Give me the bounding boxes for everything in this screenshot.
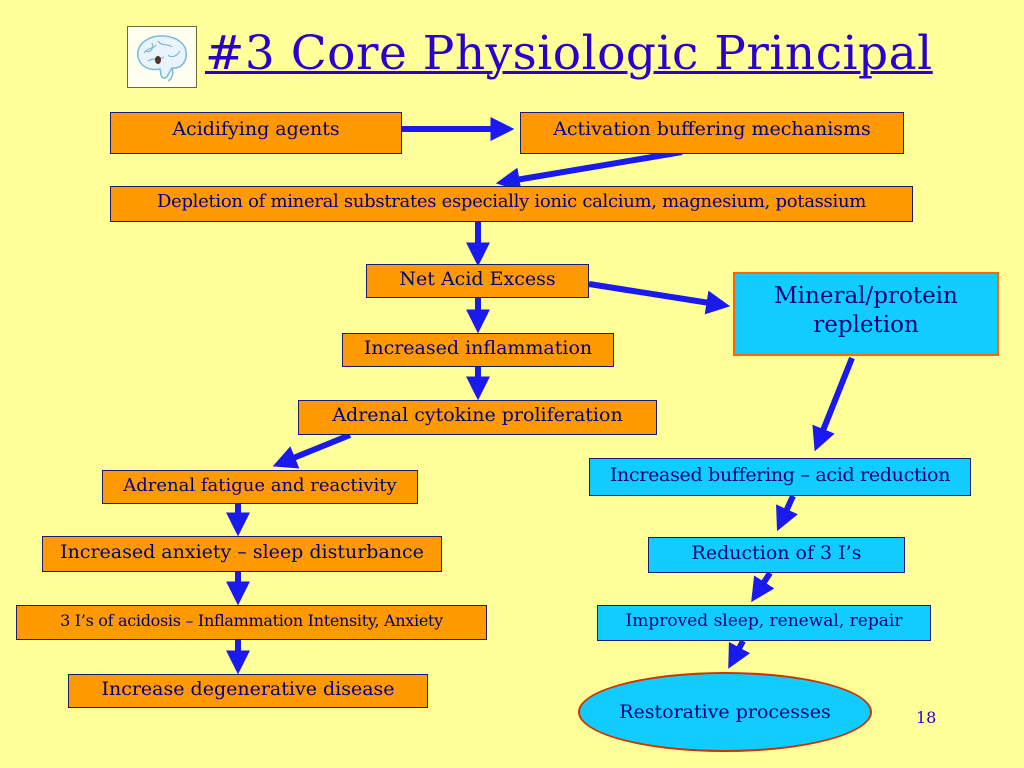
node-depletion: Depletion of mineral substrates especial…	[110, 186, 913, 222]
node-increased-anxiety: Increased anxiety – sleep disturbance	[42, 536, 442, 572]
node-increased-inflammation: Increased inflammation	[342, 333, 614, 367]
node-reduction-3is: Reduction of 3 I’s	[648, 537, 905, 573]
arrow-net-acid-to-repletion	[588, 281, 731, 315]
node-activation-buffering: Activation buffering mechanisms	[520, 112, 904, 154]
node-adrenal-fatigue: Adrenal fatigue and reactivity	[102, 470, 418, 504]
node-increased-buffering: Increased buffering – acid reduction	[589, 458, 971, 496]
page-title: #3 Core Physiologic Principal	[205, 26, 933, 81]
arrow-sleep-to-restorative	[728, 639, 751, 669]
arrow-activation-to-depletion	[495, 149, 683, 192]
arrow-repletion-to-buffering	[812, 356, 855, 452]
node-3is-of-acidosis: 3 I’s of acidosis – Inflammation Intensi…	[16, 605, 487, 640]
node-adrenal-cytokine: Adrenal cytokine proliferation	[298, 400, 657, 435]
node-acidifying-agents: Acidifying agents	[110, 112, 402, 154]
slide-number: 18	[916, 708, 937, 727]
arrow-cytokine-to-fatigue	[272, 432, 352, 469]
arrow-reduction-to-sleep	[751, 571, 775, 603]
node-mineral-protein-repletion: Mineral/protein repletion	[733, 272, 999, 356]
node-increase-degenerative: Increase degenerative disease	[68, 674, 428, 708]
node-net-acid-excess: Net Acid Excess	[366, 264, 589, 298]
node-improved-sleep: Improved sleep, renewal, repair	[597, 605, 931, 641]
brain-icon	[127, 26, 197, 88]
arrow-buffering-to-reduction	[776, 494, 798, 532]
title-bar: #3 Core Physiologic Principal	[127, 22, 932, 94]
node-restorative-processes: Restorative processes	[578, 672, 872, 752]
